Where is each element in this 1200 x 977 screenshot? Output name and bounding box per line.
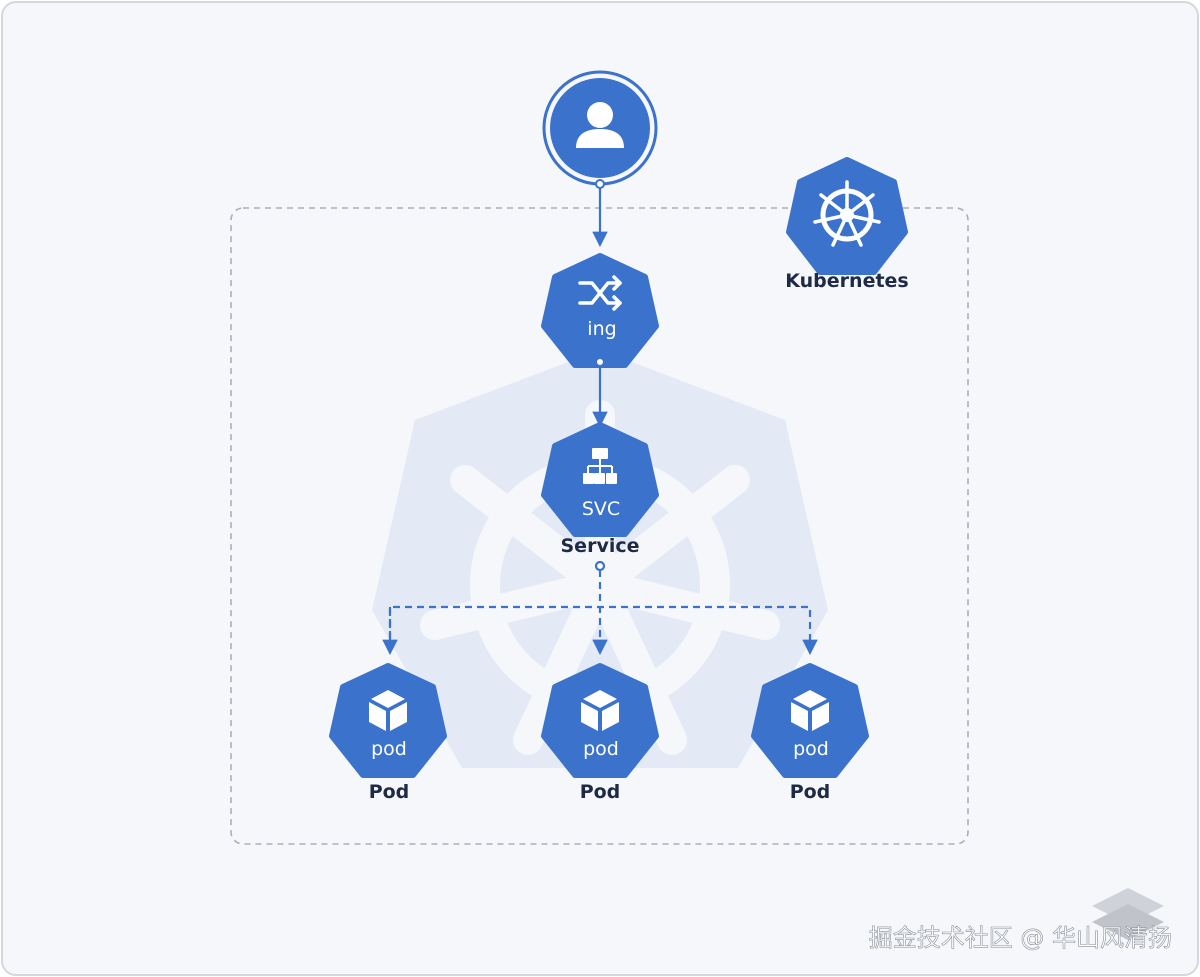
pod-label: Pod	[790, 781, 831, 803]
pod-label: Pod	[369, 781, 410, 803]
cube-icon	[581, 690, 619, 731]
kubernetes-logo	[786, 157, 908, 275]
ingress-badge: ing	[587, 318, 616, 340]
hierarchy-icon	[583, 448, 617, 484]
ingress-node[interactable]: ing	[541, 253, 659, 368]
pod-badge: pod	[583, 738, 619, 760]
user-icon	[576, 102, 624, 148]
pod-badge: pod	[793, 738, 829, 760]
background-helm-watermark	[372, 350, 828, 768]
juejin-logo-icon	[1092, 888, 1164, 940]
pod-node-2[interactable]: pod	[541, 663, 659, 778]
connector-service-pods	[382, 560, 818, 656]
helm-wheel-icon	[813, 180, 881, 247]
cube-icon	[791, 690, 829, 731]
cube-icon	[369, 690, 407, 731]
connector-ingress-service	[592, 357, 608, 428]
pod-node-3[interactable]: pod	[751, 663, 869, 778]
pod-badge: pod	[371, 738, 407, 760]
service-badge: SVC	[582, 498, 620, 520]
connector-user-ingress	[592, 179, 608, 248]
pod-node-1[interactable]: pod	[329, 663, 447, 778]
pod-label: Pod	[580, 781, 621, 803]
user-node[interactable]	[542, 70, 658, 186]
watermark-text: 掘金技术社区 @ 华山风清扬	[869, 924, 1172, 952]
service-node[interactable]: SVC	[541, 422, 659, 537]
shuffle-icon	[578, 275, 622, 311]
service-label: Service	[561, 535, 640, 557]
kubernetes-label: Kubernetes	[785, 270, 908, 292]
